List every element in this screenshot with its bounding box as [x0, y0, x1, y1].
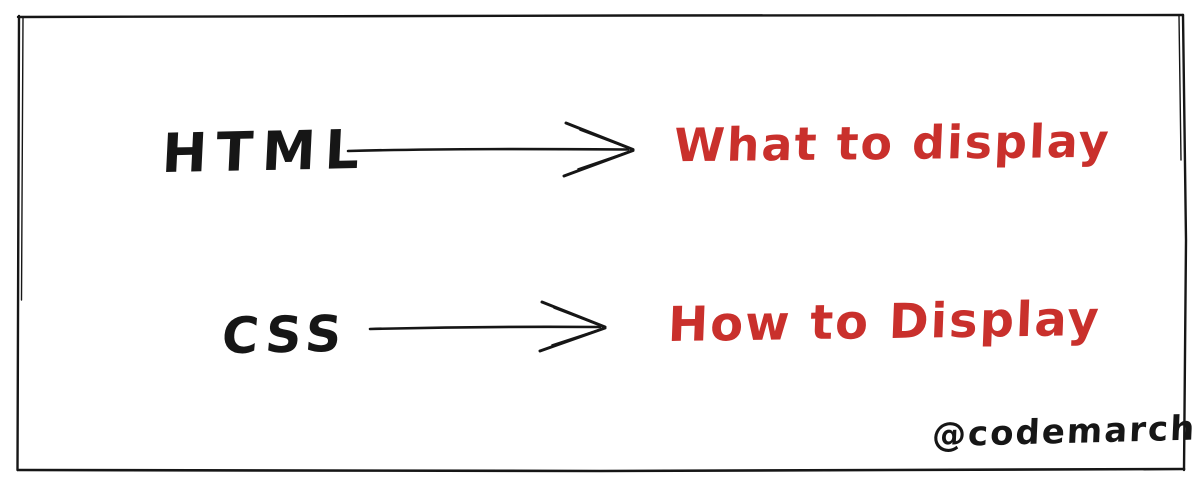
signature-handle: @codemarch [931, 408, 1198, 456]
arrow-right-icon [368, 300, 607, 353]
description-label-css: How to Display [666, 290, 1102, 354]
arrow-right-icon [346, 121, 635, 178]
description-label-html: What to display [672, 113, 1112, 173]
term-label-css: CSS [219, 304, 350, 366]
term-label-html: HTML [160, 117, 370, 186]
